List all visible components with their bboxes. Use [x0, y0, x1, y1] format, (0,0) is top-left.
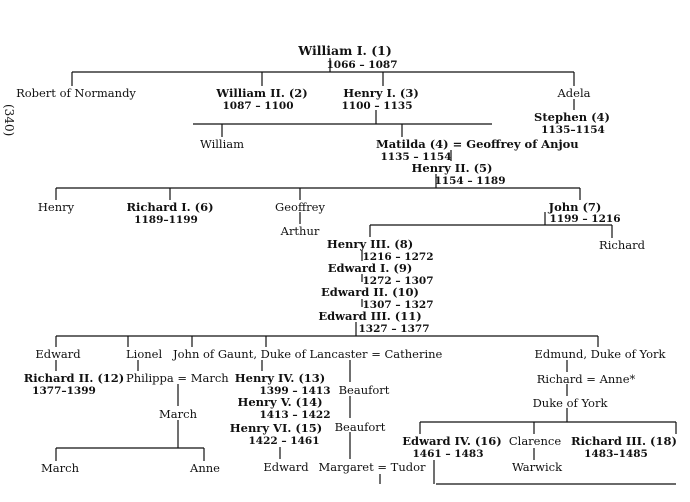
person-henry-iv: Henry IV. (13) — [234, 371, 326, 385]
person-william-ii: William II. (2) — [216, 86, 308, 100]
person-edmund-duke-of-york: Edmund, Duke of York — [534, 347, 666, 361]
reign-years: 1461 – 1483 — [412, 448, 484, 460]
person-edward-iv: Edward IV. (16) — [402, 434, 502, 448]
person-richard-iii: Richard III. (18) — [571, 434, 677, 448]
person-henry-iii: Henry III. (8) — [326, 237, 414, 251]
person-stephen: Stephen (4) — [534, 110, 610, 124]
reign-years: 1272 – 1307 — [362, 275, 434, 287]
person-beaufort-descendant: Beaufort — [334, 420, 386, 434]
person-richard-i: Richard I. (6) — [126, 200, 214, 214]
reign-years: 1199 – 1216 — [549, 213, 621, 225]
person-beaufort: Beaufort — [338, 383, 390, 397]
person-edward-iii: Edward III. (11) — [318, 309, 422, 323]
person-philippa-march: Philippa = March — [126, 371, 229, 385]
reign-years: 1154 – 1189 — [434, 175, 506, 187]
person-gaunt-catherine: John of Gaunt, Duke of Lancaster = Cathe… — [173, 347, 443, 361]
person-richard-cornwall: Richard — [599, 238, 645, 252]
reign-years: 1422 – 1461 — [248, 435, 320, 447]
person-adela: Adela — [557, 86, 591, 100]
reign-years: 1377–1399 — [32, 385, 96, 397]
reign-years: 1327 – 1377 — [358, 323, 430, 335]
person-warwick: Warwick — [511, 460, 563, 474]
reign-years: 1135–1154 — [541, 124, 605, 136]
person-henry-v: Henry V. (14) — [237, 395, 323, 409]
person-geoffrey: Geoffrey — [275, 200, 325, 214]
person-william-atheling: William — [199, 137, 245, 151]
person-robert-of-normandy: Robert of Normandy — [16, 86, 136, 100]
reign-years: 1483–1485 — [584, 448, 648, 460]
person-clarence: Clarence — [508, 434, 562, 448]
person-henry-vi: Henry VI. (15) — [229, 421, 323, 435]
reign-years: 1100 – 1135 — [341, 100, 413, 112]
person-matilda-geoffrey: Matilda (4) = Geoffrey of Anjou — [376, 137, 579, 151]
person-march-descendant: March — [41, 461, 79, 475]
person-duke-of-york: Duke of York — [532, 396, 608, 410]
person-richard-ii: Richard II. (12) — [23, 371, 125, 385]
reign-years: 1399 – 1413 — [259, 385, 331, 397]
person-edward-ii: Edward II. (10) — [321, 285, 419, 299]
person-henry-young-king: Henry — [37, 200, 75, 214]
reign-years: 1307 – 1327 — [362, 299, 434, 311]
reign-years: 1066 – 1087 — [326, 59, 398, 71]
person-march: March — [159, 407, 197, 421]
reign-years: 1216 – 1272 — [362, 251, 434, 263]
person-margaret-tudor: Margaret = Tudor — [318, 460, 426, 474]
page-number: (340) — [2, 104, 16, 137]
person-lionel: Lionel — [126, 347, 163, 361]
person-arthur: Arthur — [280, 224, 320, 238]
person-john: John (7) — [548, 200, 602, 214]
reign-years: 1189–1199 — [134, 214, 198, 226]
reign-years: 1135 – 1154 — [380, 151, 452, 163]
person-william-i: William I. (1) — [298, 43, 392, 58]
person-edward-i: Edward I. (9) — [327, 261, 413, 275]
person-henry-i: Henry I. (3) — [343, 86, 419, 100]
person-henry-ii: Henry II. (5) — [411, 161, 493, 175]
reign-years: 1087 – 1100 — [222, 100, 294, 112]
reign-years: 1413 – 1422 — [259, 409, 331, 421]
person-anne: Anne — [190, 461, 220, 475]
person-edward-black-prince: Edward — [35, 347, 81, 361]
person-richard-anne: Richard = Anne* — [536, 372, 636, 386]
person-edward-of-lancaster: Edward — [263, 460, 309, 474]
